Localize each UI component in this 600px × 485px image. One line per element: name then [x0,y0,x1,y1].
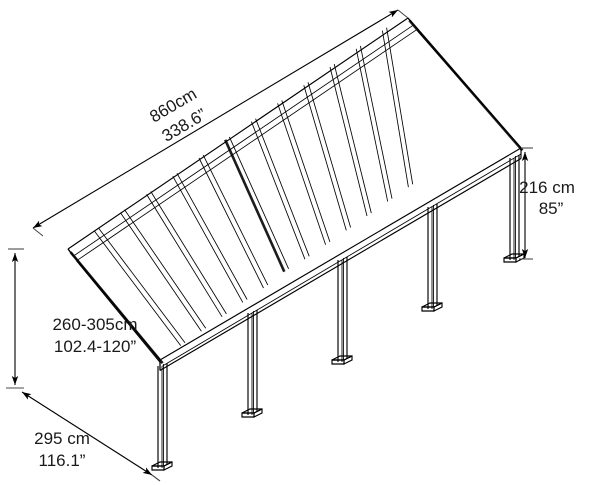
post-5 [503,155,525,263]
dimension-wall-height: 260-305cm 102.4-120” [6,248,138,389]
projection-metric-label: 295 cm [34,429,90,448]
post-3 [331,257,353,365]
post-base-plate [241,408,263,418]
post-base-plate [151,461,173,471]
dimension-projection-depth: 295 cm 116.1” [21,391,161,482]
right-side-beam [407,17,524,152]
front-height-metric-label: 216 cm [519,178,575,197]
left-side-beam [67,248,164,371]
post-1 [151,363,173,471]
wall-height-imperial-label: 102.4-120” [54,337,137,356]
wall-height-metric-label: 260-305cm [52,315,137,334]
post-2 [241,310,263,418]
post-base-plate [331,355,353,365]
projection-imperial-label: 116.1” [39,451,86,470]
dimension-front-height: 216 cm 85” [519,147,575,260]
post-base-plate [421,302,443,312]
front-height-imperial-label: 85” [539,199,564,218]
post-4 [421,204,443,312]
